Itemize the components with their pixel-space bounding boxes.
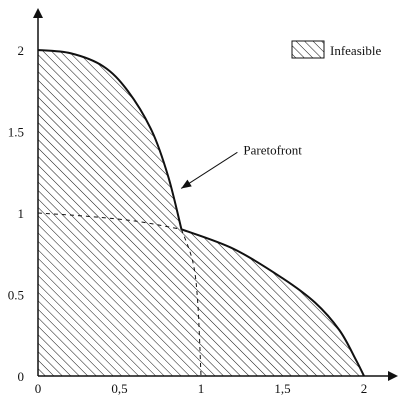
y-tick-label: 1 (18, 206, 25, 221)
dashed-curve-1 (37, 212, 182, 230)
y-tick-labels: 0 0.5 1 1.5 2 (8, 43, 24, 384)
axes (33, 8, 398, 381)
y-tick-label: 2 (18, 43, 25, 58)
infeasible-region (38, 50, 364, 376)
x-tick-label: 2 (361, 381, 368, 396)
pareto-annotation: Paretofront (180, 142, 302, 189)
y-tick-label: 0.5 (8, 288, 24, 303)
x-tick-label: 1,5 (274, 381, 290, 396)
y-axis-arrow-icon (33, 8, 43, 18)
x-tick-label: 0,5 (111, 381, 127, 396)
y-tick-label: 1.5 (8, 125, 24, 140)
plot-area (37, 49, 365, 377)
legend-swatch-hatched (291, 40, 325, 59)
y-tick-label: 0 (18, 369, 25, 384)
pareto-front-label: Paretofront (243, 142, 302, 157)
x-axis-arrow-icon (388, 371, 398, 381)
annotation-arrow-head-icon (181, 179, 192, 189)
x-tick-label: 1 (198, 381, 205, 396)
x-tick-labels: 0 0,5 1 1,5 2 (35, 381, 368, 396)
annotation-arrow-line (180, 151, 238, 189)
legend: Infeasible (291, 40, 381, 59)
x-tick-label: 0 (35, 381, 42, 396)
legend-label: Infeasible (330, 43, 381, 58)
